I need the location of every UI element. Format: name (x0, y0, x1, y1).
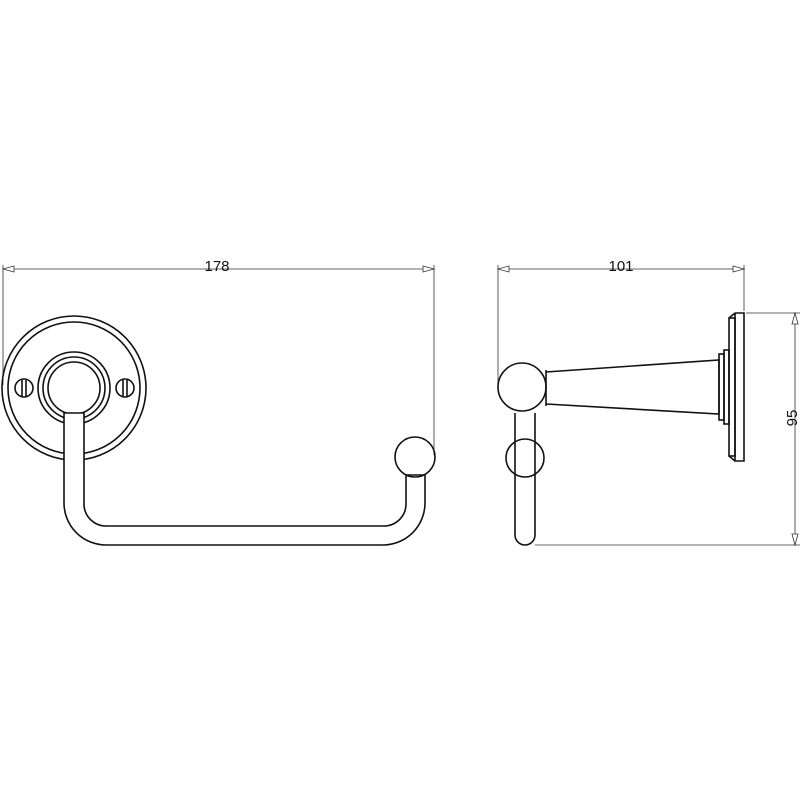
end-ball (394, 436, 436, 478)
side-lower-ball (505, 438, 545, 478)
side-view: 101 95 (496, 258, 800, 547)
screw-left (14, 378, 34, 398)
width-dimension: 178 (1, 258, 436, 455)
front-view: 178 (1, 258, 436, 546)
depth-dimension: 101 (496, 258, 746, 385)
width-dimension-label: 178 (204, 258, 229, 275)
side-upper-ball (497, 362, 547, 412)
holder-arm (63, 412, 426, 546)
screw-right (115, 378, 135, 398)
height-dimension-label: 95 (784, 410, 800, 427)
height-dimension: 95 (535, 311, 800, 547)
side-stem (514, 413, 536, 546)
tapered-arm (545, 359, 720, 415)
wall-flange (718, 312, 745, 462)
depth-dimension-label: 101 (608, 258, 633, 275)
